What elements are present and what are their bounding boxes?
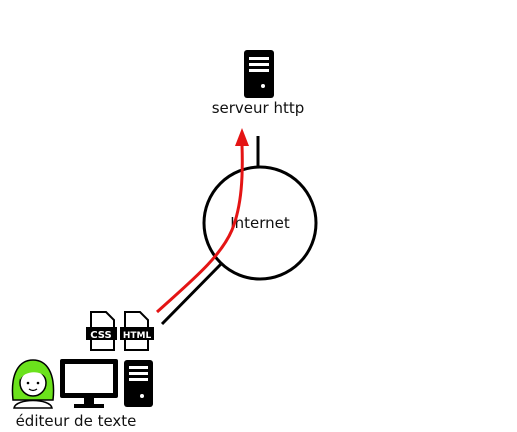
internet-circle	[202, 165, 318, 281]
user-avatar-icon	[11, 359, 55, 409]
client-label: éditeur de texte	[16, 412, 137, 430]
html-file-label: HTML	[123, 331, 152, 341]
css-file-label: CSS	[90, 330, 111, 341]
client-link-line	[160, 261, 224, 326]
server-icon	[244, 50, 274, 98]
server-label: serveur http	[212, 99, 305, 117]
computer-tower-icon	[124, 360, 153, 407]
upload-arrow	[155, 144, 244, 314]
html-file-icon: HTML	[120, 311, 154, 351]
monitor-icon	[60, 359, 118, 408]
upload-arrowhead	[235, 128, 249, 146]
css-file-icon: CSS	[86, 311, 117, 351]
internet-label: Internet	[230, 214, 290, 232]
